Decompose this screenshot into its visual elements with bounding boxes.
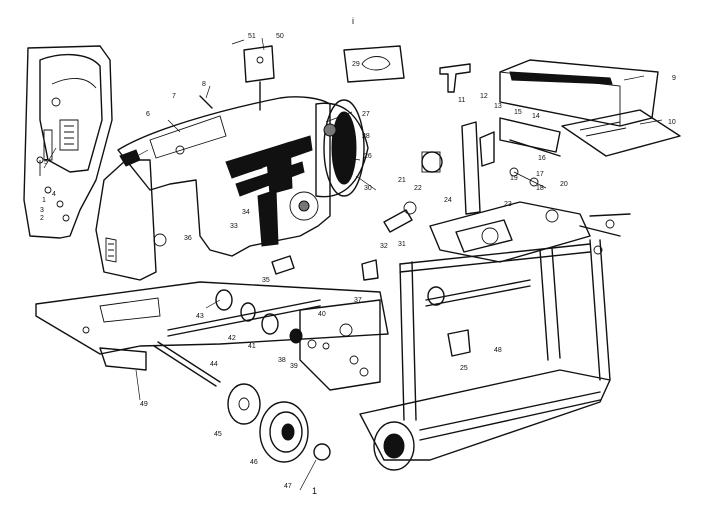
presser-bar-part [461, 121, 495, 215]
label-30: 30 [364, 185, 372, 192]
face-screws-part [36, 156, 70, 222]
label-29: 29 [352, 61, 360, 68]
lower-shaft-part [167, 289, 369, 377]
label-51: 51 [248, 33, 256, 40]
spool-pin-part [421, 151, 443, 173]
label-9: 9 [672, 75, 676, 82]
feed-bracket-part [447, 329, 471, 357]
machine-head-part [117, 96, 331, 257]
label-44: 44 [210, 361, 218, 368]
bed-plate-part [35, 281, 389, 371]
label-25: 25 [460, 365, 468, 372]
handwheel-part [259, 401, 309, 463]
label-21: 21 [398, 177, 406, 184]
label-18: 18 [536, 185, 544, 192]
thread-guide-part [439, 63, 471, 93]
label-23: 23 [504, 201, 512, 208]
label-8: 8 [202, 81, 206, 88]
label-49: 49 [140, 401, 148, 408]
label-27: 27 [362, 111, 370, 118]
label-10: 10 [668, 119, 676, 126]
label-46: 46 [250, 459, 258, 466]
pin-part [199, 95, 213, 109]
face-cover-part [23, 45, 113, 239]
label-45: 45 [214, 431, 222, 438]
motor-bracket-part [299, 299, 381, 391]
label-19: 19 [510, 175, 518, 182]
label-24: 24 [444, 197, 452, 204]
part-29-box [343, 45, 405, 83]
label-34: 34 [242, 209, 250, 216]
bottom-mark: 1 [312, 486, 317, 496]
label-7: 7 [172, 93, 176, 100]
label-32: 32 [380, 243, 388, 250]
label-37: 37 [354, 297, 362, 304]
stop-motion-knob-part [383, 201, 417, 233]
cam-follower-part [271, 255, 295, 275]
label-26: 26 [364, 153, 372, 160]
chassis-frame-part [359, 201, 631, 461]
label-43: 43 [196, 313, 204, 320]
label-22: 22 [414, 185, 422, 192]
label-40: 40 [318, 311, 326, 318]
label-50: 50 [276, 33, 284, 40]
label-4: 4 [52, 191, 56, 198]
feed-bar-part [425, 279, 531, 307]
label-33: 33 [230, 223, 238, 230]
top-plate-part [231, 39, 275, 111]
label-41: 41 [248, 343, 256, 350]
pulley-part [227, 383, 261, 425]
label-31: 31 [398, 241, 406, 248]
label-5: 5 [44, 159, 48, 166]
label-11: 11 [458, 97, 465, 104]
leader-lines [43, 37, 663, 491]
label-42: 42 [228, 335, 236, 342]
accessory-box-part [499, 59, 681, 157]
label-39: 39 [290, 363, 298, 370]
label-36: 36 [184, 235, 192, 242]
part-labels: 1 2 3 4 5 6 7 8 9 10 11 12 13 14 15 16 1… [40, 33, 676, 490]
label-28: 28 [362, 133, 370, 140]
top-mark: i [352, 16, 354, 26]
label-38: 38 [278, 357, 286, 364]
tension-assembly-part [499, 117, 561, 189]
label-20: 20 [560, 181, 568, 188]
label-6: 6 [146, 111, 150, 118]
label-12: 12 [480, 93, 488, 100]
label-3: 3 [40, 207, 44, 214]
rod-part [153, 341, 221, 387]
label-2: 2 [40, 215, 44, 222]
label-48: 48 [494, 347, 502, 354]
label-17: 17 [536, 171, 544, 178]
small-bracket-part [361, 259, 379, 281]
knob-part [313, 443, 331, 461]
label-35: 35 [262, 277, 270, 284]
label-14: 14 [532, 113, 540, 120]
rotary-hook-part [373, 421, 415, 471]
label-15: 15 [514, 109, 522, 116]
balance-wheel-part [315, 99, 369, 198]
label-1: 1 [42, 197, 46, 204]
left-end-cover-part [95, 149, 167, 281]
label-47: 47 [284, 483, 292, 490]
label-16: 16 [538, 155, 546, 162]
label-13: 13 [494, 103, 502, 110]
